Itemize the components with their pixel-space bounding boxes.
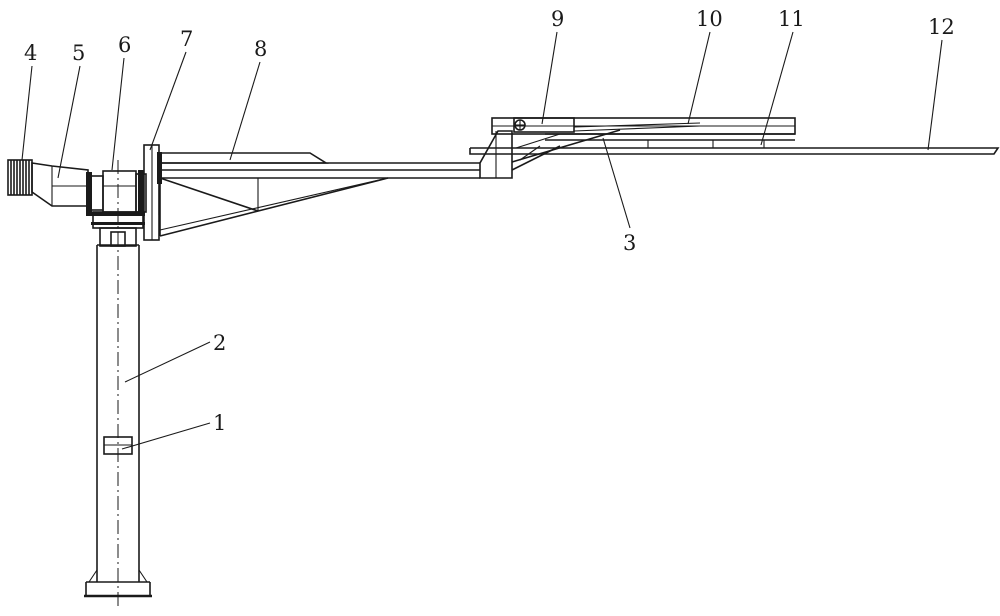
- label-6: 6: [118, 33, 131, 57]
- label-11: 11: [778, 7, 805, 31]
- leader-lines: [21, 31, 943, 450]
- main-boom: [159, 130, 513, 237]
- label-10: 10: [696, 7, 723, 31]
- label-9: 9: [551, 7, 564, 31]
- slewing-head: [86, 170, 147, 247]
- label-4: 4: [24, 41, 37, 65]
- label-8: 8: [254, 37, 267, 61]
- label-3: 3: [623, 231, 636, 255]
- part-labels: 1 2 3 4 5 6 7 8 9 10 11 12: [24, 7, 955, 435]
- label-7: 7: [180, 27, 193, 51]
- label-2: 2: [213, 331, 226, 355]
- label-12: 12: [928, 15, 955, 39]
- extension-arm: [491, 117, 796, 171]
- long-arm: [469, 147, 1000, 155]
- counterweight-motor: [7, 159, 89, 207]
- vertical-column: [84, 160, 152, 608]
- label-1: 1: [213, 411, 226, 435]
- label-5: 5: [72, 41, 85, 65]
